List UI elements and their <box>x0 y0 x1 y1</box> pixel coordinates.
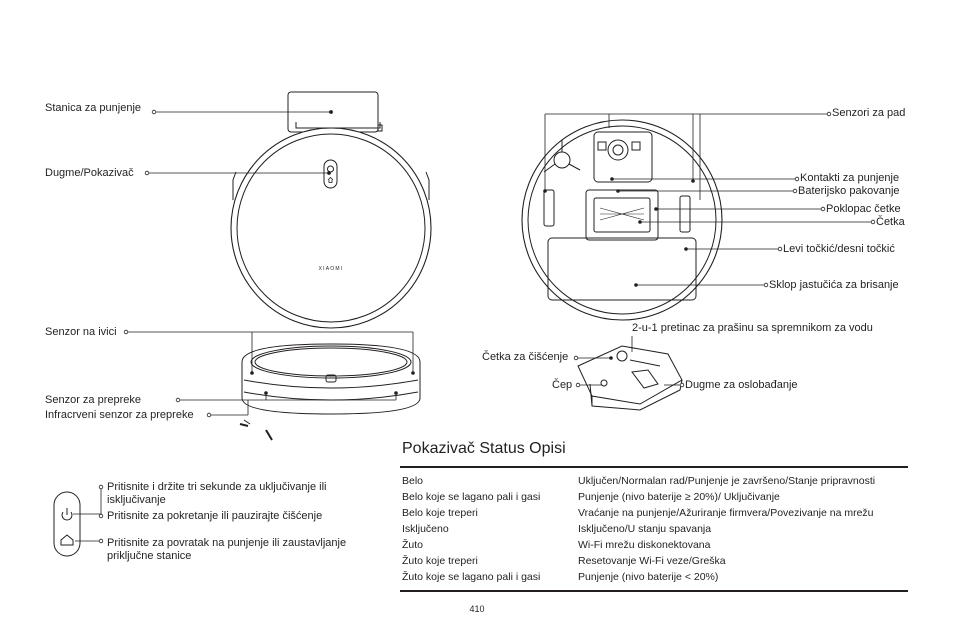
status-row: Žuto koje treperi Resetovanje Wi-Fi veze/… <box>400 553 908 569</box>
bottom-view-robot <box>521 119 723 321</box>
bottom-view-leaders <box>543 111 876 288</box>
status-state: Belo koje treperi <box>402 507 478 519</box>
label-cleaning-brush: Četka za čišćenje <box>482 351 569 363</box>
status-state: Isključeno <box>402 523 449 535</box>
page-number: 410 <box>469 604 485 614</box>
label-dock: Stanica za punjenje <box>45 102 142 114</box>
label-cliff-sensors: Senzori za pad <box>832 107 906 119</box>
label-wheels: Levi točkić/desni točkić <box>783 243 895 255</box>
status-row: Belo koje treperi Vraćanje na punjenje/Až… <box>400 505 908 521</box>
status-description: Punjenje (nivo baterije ≥ 20%)/ Uključiv… <box>578 491 780 503</box>
label-dust-bin: 2-u-1 pretinac za prašinu sa spremnikom … <box>632 322 873 334</box>
top-view-leaders <box>144 109 333 176</box>
status-row: Belo koje se lagano pali i gasi Punjenje … <box>400 489 908 505</box>
status-description: Uključen/Normalan rad/Punjenje je završe… <box>578 475 876 487</box>
status-description: Isključeno/U stanju spavanja <box>578 523 712 535</box>
dust-bin-leaders <box>573 336 685 388</box>
status-description: Resetovanje Wi-Fi veze/Greška <box>578 555 726 567</box>
status-state: Belo <box>402 475 424 487</box>
status-description: Wi-Fi mrežu diskonektovana <box>578 539 711 551</box>
label-release-button: Dugme za oslobađanje <box>685 379 798 391</box>
home-button-desc: Pritisnite za povratak na punjenje ili z… <box>107 537 347 562</box>
label-battery: Baterijsko pakovanje <box>798 185 900 197</box>
label-brush: Četka <box>876 216 905 228</box>
label-button-indicator: Dugme/Pokazivač <box>45 167 134 179</box>
button-leaders <box>73 484 104 544</box>
status-row: Žuto koje se lagano pali i gasi Punjenje … <box>400 569 908 591</box>
status-state: Žuto <box>402 539 424 551</box>
power-icon <box>61 508 73 521</box>
side-view-leaders <box>123 329 415 418</box>
brand-logo: XIAOMI <box>319 266 344 272</box>
button-panel <box>53 491 81 557</box>
label-obstacle-sensor: Senzor za prepreke <box>45 394 141 406</box>
top-view-robot: XIAOMI <box>230 91 432 329</box>
label-ir-sensor: Infracrveni senzor za prepreke <box>45 409 194 421</box>
home-icon <box>60 534 74 546</box>
status-row: Žuto Wi-Fi mrežu diskonektovana <box>400 537 908 553</box>
label-brush-cover: Poklopac četke <box>826 203 901 215</box>
start-button-desc: Pritisnite za pokretanje ili pauzirajte … <box>107 510 323 522</box>
status-row: Belo Uključen/Normalan rad/Punjenje je za… <box>400 467 908 489</box>
status-description: Punjenje (nivo baterije < 20%) <box>578 571 719 583</box>
status-state: Žuto koje treperi <box>402 555 478 567</box>
status-state: Belo koje se lagano pali i gasi <box>402 491 541 503</box>
status-state: Žuto koje se lagano pali i gasi <box>402 571 541 583</box>
side-view-robot <box>239 343 421 441</box>
dust-bin-illustration <box>577 345 683 411</box>
status-title: Pokazivač Status Opisi <box>402 440 566 457</box>
label-plug: Čep <box>552 379 573 391</box>
status-description: Vraćanje na punjenje/Ažuriranje firmvera… <box>578 507 874 519</box>
power-button-desc: Pritisnite i držite tri sekunde za uklju… <box>107 481 327 506</box>
status-table: Belo Uključen/Normalan rad/Punjenje je za… <box>400 466 908 592</box>
label-charging-contacts: Kontakti za punjenje <box>800 172 900 184</box>
label-edge-sensor: Senzor na ivici <box>45 326 117 338</box>
status-row: Isključeno Isključeno/U stanju spavanja <box>400 521 908 537</box>
label-mop: Sklop jastučića za brisanje <box>769 279 899 291</box>
